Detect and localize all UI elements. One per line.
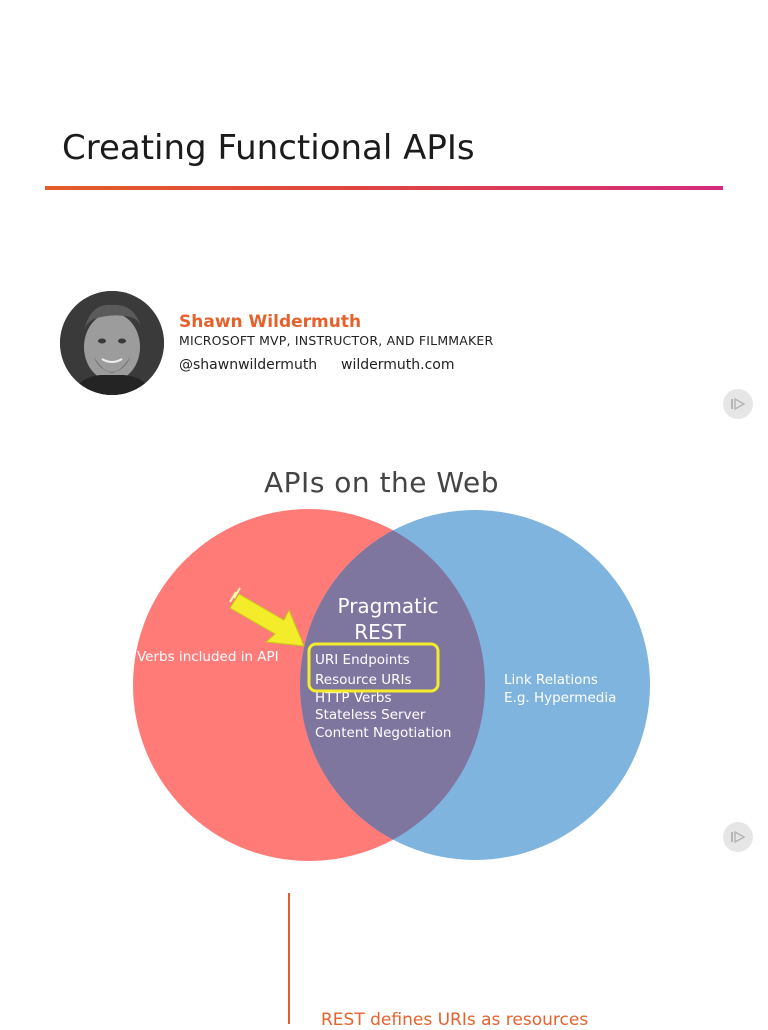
highlight-box bbox=[307, 642, 440, 693]
nav-button-bottom[interactable] bbox=[723, 822, 753, 852]
author-avatar bbox=[60, 291, 164, 395]
author-twitter-link[interactable]: @shawnwildermuth bbox=[179, 357, 318, 373]
slide-title: APIs on the Web bbox=[264, 466, 499, 499]
highlight-arrow-icon bbox=[229, 587, 305, 647]
overlap-item-2: Stateless Server bbox=[315, 707, 426, 723]
venn-left-label: Verbs included in API bbox=[137, 649, 279, 665]
venn-diagram: Verbs included in API Link Relations E.g… bbox=[133, 509, 650, 861]
overlap-heading-line-2: REST bbox=[354, 620, 406, 644]
page-title: Creating Functional APIs bbox=[62, 128, 475, 168]
overlap-heading-line-1: Pragmatic bbox=[337, 594, 438, 618]
author-name: Shawn Wildermuth bbox=[179, 312, 362, 332]
author-role: MICROSOFT MVP, INSTRUCTOR, AND FILMMAKER bbox=[179, 333, 494, 348]
highlighted-item-2: Resource URIs bbox=[315, 672, 411, 688]
author-website-link[interactable]: wildermuth.com bbox=[341, 357, 455, 373]
overlap-item-3: Content Negotiation bbox=[315, 725, 451, 741]
overlap-item-1: HTTP Verbs bbox=[315, 690, 392, 706]
venn-right-line-2: E.g. Hypermedia bbox=[504, 690, 616, 706]
highlighted-item-1: URI Endpoints bbox=[315, 652, 410, 668]
next-slide-heading: REST defines URIs as resources bbox=[321, 1010, 589, 1030]
nav-button-top[interactable] bbox=[723, 389, 753, 419]
venn-overlap bbox=[300, 510, 485, 860]
play-skip-icon bbox=[731, 830, 746, 844]
venn-right-line-1: Link Relations bbox=[504, 672, 598, 688]
title-divider bbox=[45, 186, 723, 190]
play-skip-icon bbox=[731, 397, 746, 411]
timeline-divider bbox=[288, 893, 290, 1024]
